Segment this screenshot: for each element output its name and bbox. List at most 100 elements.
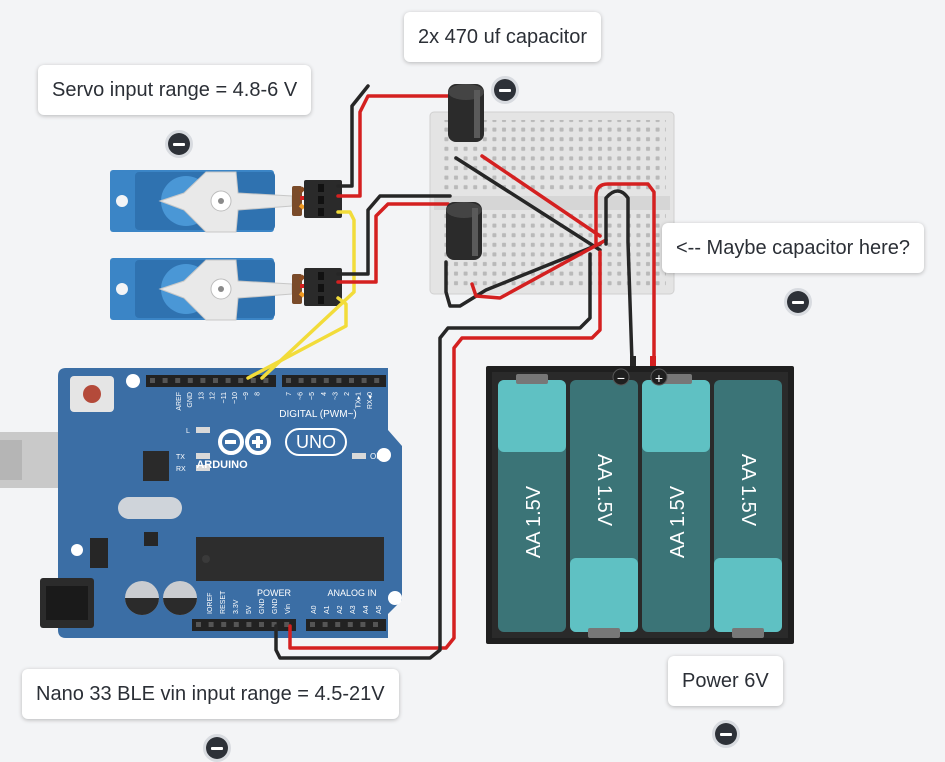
power-label: POWER [257,588,292,598]
pin-label: A0 [311,605,318,614]
pin-label: 7 [286,392,293,396]
arduino-uno-board[interactable] [0,368,402,638]
aa-cell-2[interactable] [570,380,638,638]
pin-label: RX◂0 [367,392,374,409]
header-pins [150,378,380,627]
servo-connector-bottom[interactable] [304,268,342,306]
usb-chip [143,451,169,481]
wire-red-servo2 [336,202,450,284]
note-maybe-capacitor[interactable]: <-- Maybe capacitor here? [662,223,925,273]
note-power-collapse-button[interactable] [712,720,740,748]
wire-yellow-servo1 [260,210,356,380]
pin-label: GND [187,392,194,408]
pin-label: 3.3V [233,599,240,614]
note-servo-range[interactable]: Servo input range = 4.8-6 V [38,65,312,115]
led-rx-label: RX [176,466,186,473]
pin-label: IOREF [207,593,214,614]
battery-terminals [612,356,668,386]
pin-label: ~5 [309,392,316,400]
uno-model: UNO [296,432,336,452]
pin-label: A2 [337,605,344,614]
wire-red-vin [288,250,602,650]
pin-label: A4 [363,605,370,614]
pin-label: ~11 [221,392,228,403]
jumper-red-1 [480,154,602,238]
uno-badge [285,428,347,456]
capacitors-board [125,581,197,615]
led-rx [196,465,210,471]
analog-label: ANALOG IN [327,588,376,598]
minus-icon [168,133,190,155]
led-tx-label: TX [176,454,185,461]
pin-label: ~9 [243,392,250,400]
aa-cell-3[interactable] [642,374,710,632]
wire-red-servo1 [336,94,450,198]
servo-motor-bottom[interactable] [110,258,302,321]
pin-label: AREF [176,392,183,411]
power-pin-labels: IOREF RESET 3.3V 5V GND GND Vin [207,590,292,614]
led-l-label: L [186,428,190,435]
pin-label: Vin [285,604,292,614]
pin-label: A3 [350,605,357,614]
microcontroller-chip [196,537,384,581]
battery-minus-label: − [617,370,625,386]
minus-icon [787,291,809,313]
minus-icon [494,79,516,101]
jumper-red-2 [470,238,608,300]
pin-label: 5V [246,605,253,614]
cell-4-label: AA 1.5V [737,454,759,527]
pin-label: A1 [324,605,331,614]
pin-label: TX▸1 [356,392,363,408]
wire-black-servo1-a [336,84,370,188]
digital-header-right[interactable] [282,375,386,387]
crystal [118,497,182,519]
aa-cell-4[interactable] [714,380,782,638]
note-power[interactable]: Power 6V [668,656,783,706]
capacitor-top[interactable] [448,84,484,142]
pin-label: A5 [376,605,383,614]
wire-black-battery-minus [604,189,634,364]
note-nano-vin[interactable]: Nano 33 BLE vin input range = 4.5-21V [22,669,399,719]
pin-label: 8 [254,392,261,396]
battery-plus-label: + [655,370,663,386]
note-capacitor-collapse-button[interactable] [491,76,519,104]
on-label: ON [370,452,382,461]
note-maybe-capacitor-collapse-button[interactable] [784,288,812,316]
cell-2-label: AA 1.5V [593,454,615,527]
note-capacitor[interactable]: 2x 470 uf capacitor [404,12,601,62]
pin-label: ~3 [332,392,339,400]
arduino-brand: ARDUINO [196,459,248,471]
pin-label: 2 [344,392,351,396]
led-l [196,427,210,433]
capacitor-bottom[interactable] [446,202,482,260]
wire-yellow-servo2 [246,296,348,380]
led-tx [196,453,210,459]
digital-label: DIGITAL (PWM~) [279,409,357,420]
minus-icon [715,723,737,745]
cell-3-label: AA 1.5V [667,485,689,558]
digital-pin-labels: AREF GND 13 12 ~11 ~10 ~9 8 7 ~6 ~5 4 ~3 2 TX▸1 RX◂0 [176,392,374,411]
jumper-black-1 [454,156,602,252]
pin-label: RESET [220,590,227,614]
minus-icon [206,737,228,759]
arduino-logo-icon [218,429,271,455]
wire-black-gnd [274,252,592,660]
servo-connector-top[interactable] [304,180,342,218]
pin-label: 13 [198,392,205,400]
cell-1-label: AA 1.5V [523,485,545,558]
pin-label: 12 [210,392,217,400]
servo-motor-top[interactable] [110,170,302,233]
wires [246,84,656,660]
wire-black-servo2 [336,194,452,276]
pin-label: GND [272,598,279,614]
pin-label: 4 [321,392,328,396]
note-servo-range-collapse-button[interactable] [165,130,193,158]
pin-label: ~6 [298,392,305,400]
power-header[interactable] [192,619,296,631]
pin-label: GND [259,598,266,614]
jumper-black-2 [444,242,602,308]
aa-cell-1[interactable] [498,374,566,632]
pin-label: ~10 [232,392,239,404]
note-nano-vin-collapse-button[interactable] [203,734,231,762]
